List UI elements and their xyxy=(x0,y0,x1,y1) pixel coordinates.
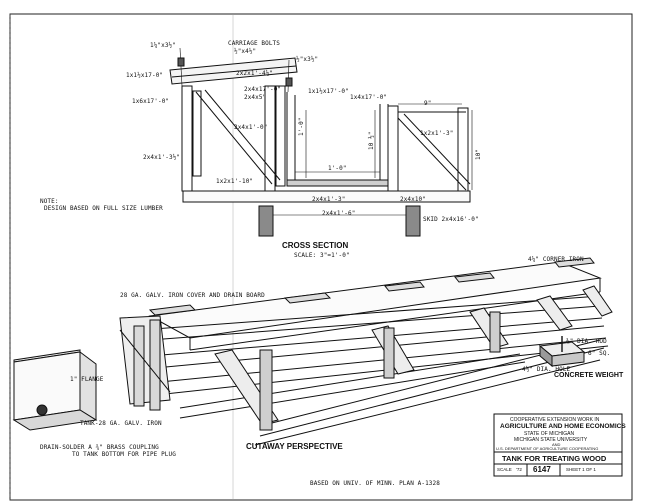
label-bolt-a: 1¼"x3½" xyxy=(150,42,176,49)
tb-year: '72 xyxy=(516,467,522,472)
label-drain-2: TO TANK BOTTOM FOR PIPE PLUG xyxy=(72,451,176,458)
label-l2: 2x2x1'-4½" xyxy=(236,70,274,77)
label-tank: TANK-28 GA. GALV. IRON xyxy=(80,420,162,427)
label-l1: 1x1½x17-0" xyxy=(126,72,164,79)
label-carriage-bolts: CARRIAGE BOLTS xyxy=(228,40,280,47)
concrete-weight-title: CONCRETE WEIGHT xyxy=(554,372,624,379)
cutaway-perspective-drawing xyxy=(119,257,613,446)
label-l4: 1x6x17'-0" xyxy=(132,98,170,105)
label-hole: 4½" DIA. HOLE xyxy=(522,366,571,373)
label-carriage-bolts-size: ½"x4½" xyxy=(234,48,257,55)
label-l5: 2x4x5" xyxy=(244,94,267,101)
label-l16: 1'-0" xyxy=(328,165,347,172)
label-bolt-b: ½"x3½" xyxy=(296,56,319,63)
tb-scale-label: SCALE xyxy=(497,467,512,472)
tb-drawing-title: TANK FOR TREATING WOOD xyxy=(502,454,607,463)
footer-note: BASED ON UNIV. OF MINN. PLAN A-1328 xyxy=(310,480,440,487)
label-l15: 1x2x1'-10" xyxy=(216,178,254,185)
note-title: NOTE: xyxy=(40,198,59,205)
cutaway-title: CUTAWAY PERSPECTIVE xyxy=(246,442,343,451)
tank-detail-drawing xyxy=(12,349,98,431)
cross-section-scale: SCALE: 3"=1'-0" xyxy=(294,252,350,259)
label-l19: 2x4x1'-6" xyxy=(322,210,356,217)
tb-line2: AGRICULTURE AND HOME ECONOMICS xyxy=(500,423,626,430)
tb-sheet: SHEET 1 OF 1 xyxy=(566,467,596,472)
tb-number: 6147 xyxy=(533,465,551,474)
note-text: DESIGN BASED ON FULL SIZE LUMBER xyxy=(44,205,163,212)
tb-line6: U.S. DEPARTMENT OF AGRICULTURE COOPERATI… xyxy=(496,446,599,451)
tb-line3: STATE OF MICHIGAN xyxy=(524,431,575,437)
label-l9: 9" xyxy=(424,100,432,107)
cross-section-title: CROSS SECTION xyxy=(282,241,349,250)
skid-right xyxy=(405,205,421,237)
label-skid: SKID 2x4x16'-0" xyxy=(423,216,479,223)
concrete-weight-drawing xyxy=(538,336,586,368)
label-l11: 2x4x1'-3½" xyxy=(143,154,181,161)
tb-line5: AND xyxy=(552,442,561,447)
label-drain-1: DRAIN-SOLDER A ¾" BRASS COUPLING xyxy=(40,444,159,451)
label-square: 6" SQ. xyxy=(588,350,611,357)
label-l13: 10 ½" xyxy=(368,131,375,150)
label-l14: 10" xyxy=(475,148,482,160)
label-rod: ⅜" DIA. ROD xyxy=(566,338,607,345)
label-flange: 1" FLANGE xyxy=(70,376,104,383)
skid-left xyxy=(258,205,274,237)
label-l10: 1x2x1'-3" xyxy=(420,130,454,137)
label-l3: 2x4x17'-0" xyxy=(244,86,282,93)
label-l6: 1x1½x17'-0" xyxy=(308,88,349,95)
label-l17: 2x4x1'-3" xyxy=(312,196,346,203)
tb-line4: MICHIGAN STATE UNIVERSITY xyxy=(514,437,588,443)
cross-section-drawing xyxy=(169,47,473,237)
label-l7: 1x4x17'-0" xyxy=(350,94,388,101)
label-l12: 1'-0" xyxy=(298,117,305,136)
title-block xyxy=(493,413,623,477)
label-cover: 28 GA. GALV. IRON COVER AND DRAIN BOARD xyxy=(120,292,265,299)
tb-line1: COOPERATIVE EXTENSION WORK IN xyxy=(510,417,600,423)
label-l18: 2x4x10" xyxy=(400,196,426,203)
label-corner-iron: 4¼" CORNER IRON xyxy=(528,256,584,263)
label-l8: 2x4x1'-0" xyxy=(234,124,268,131)
